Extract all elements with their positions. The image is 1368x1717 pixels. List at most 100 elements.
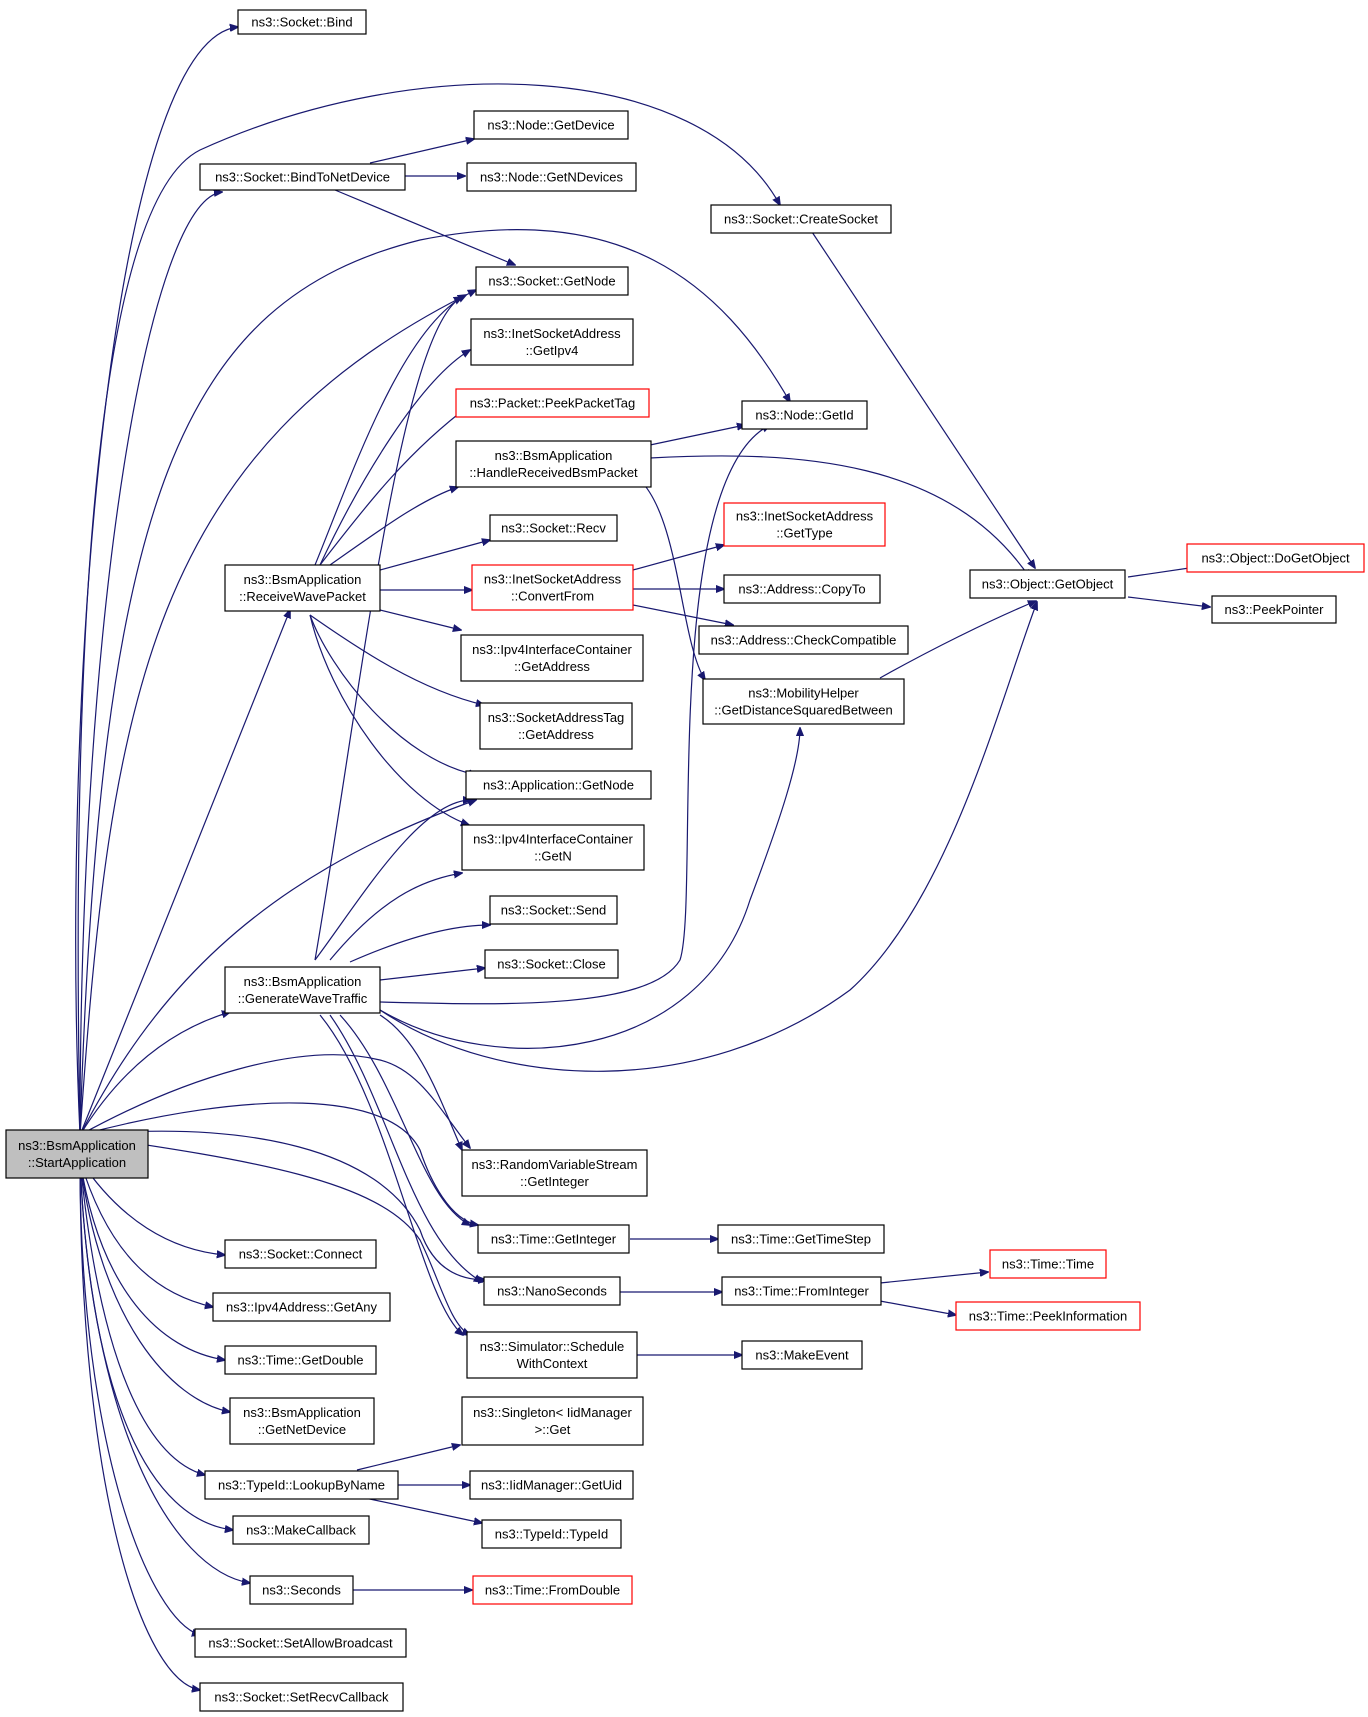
node-box[interactable]: [741, 400, 868, 430]
node-box[interactable]: [465, 770, 652, 800]
node-box[interactable]: [717, 1224, 885, 1254]
node-box[interactable]: [481, 1519, 622, 1549]
node-box[interactable]: [989, 1249, 1107, 1279]
node-getNDevices[interactable]: ns3::Node::GetNDevices: [466, 162, 637, 192]
node-box[interactable]: [461, 1396, 644, 1446]
node-box[interactable]: [479, 702, 633, 750]
node-getTimeStep[interactable]: ns3::Time::GetTimeStep: [717, 1224, 885, 1254]
node-close[interactable]: ns3::Socket::Close: [484, 949, 619, 979]
node-getDevice[interactable]: ns3::Node::GetDevice: [473, 110, 629, 140]
node-box[interactable]: [470, 318, 634, 366]
node-rvsGetInt[interactable]: ns3::RandomVariableStream::GetInteger: [461, 1149, 648, 1197]
node-box[interactable]: [483, 1276, 621, 1306]
node-nodeGetId[interactable]: ns3::Node::GetId: [741, 400, 868, 430]
node-checkCompat[interactable]: ns3::Address::CheckCompatible: [698, 625, 909, 655]
node-bind[interactable]: ns3::Socket::Bind: [237, 9, 367, 35]
node-box[interactable]: [489, 514, 618, 542]
node-convertFrom[interactable]: ns3::InetSocketAddress::ConvertFrom: [471, 564, 634, 611]
node-singletonGet[interactable]: ns3::Singleton< IidManager>::Get: [461, 1396, 644, 1446]
node-box[interactable]: [489, 895, 618, 925]
node-box[interactable]: [955, 1301, 1141, 1331]
node-box[interactable]: [455, 440, 652, 488]
node-box[interactable]: [472, 1575, 633, 1605]
node-box[interactable]: [723, 502, 886, 547]
node-start[interactable]: ns3::BsmApplication::StartApplication: [5, 1129, 149, 1179]
node-box[interactable]: [969, 569, 1126, 599]
node-box[interactable]: [477, 1224, 630, 1254]
node-box[interactable]: [723, 574, 881, 604]
node-box[interactable]: [229, 1397, 375, 1445]
node-lookupByName[interactable]: ns3::TypeId::LookupByName: [204, 1470, 399, 1500]
node-sockGetNode[interactable]: ns3::Socket::GetNode: [475, 266, 629, 296]
node-seconds[interactable]: ns3::Seconds: [249, 1575, 354, 1605]
node-box[interactable]: [204, 1470, 399, 1500]
node-box[interactable]: [212, 1292, 391, 1322]
node-box[interactable]: [224, 966, 381, 1014]
node-box[interactable]: [469, 1470, 634, 1500]
node-isaGetType[interactable]: ns3::InetSocketAddress::GetType: [723, 502, 886, 547]
node-doGetObject[interactable]: ns3::Object::DoGetObject: [1186, 543, 1365, 573]
node-box[interactable]: [455, 388, 650, 418]
node-box[interactable]: [702, 678, 905, 725]
node-box[interactable]: [471, 564, 634, 611]
node-getIpv4[interactable]: ns3::InetSocketAddress::GetIpv4: [470, 318, 634, 366]
node-appGetNode[interactable]: ns3::Application::GetNode: [465, 770, 652, 800]
node-box[interactable]: [194, 1628, 407, 1658]
node-box[interactable]: [466, 1331, 638, 1379]
node-timeTime[interactable]: ns3::Time::Time: [989, 1249, 1107, 1279]
node-send[interactable]: ns3::Socket::Send: [489, 895, 618, 925]
node-box[interactable]: [461, 824, 645, 871]
node-fromInteger[interactable]: ns3::Time::FromInteger: [721, 1276, 882, 1306]
node-box[interactable]: [1186, 543, 1365, 573]
node-box[interactable]: [741, 1340, 863, 1370]
node-bindToNet[interactable]: ns3::Socket::BindToNetDevice: [199, 163, 406, 191]
node-box[interactable]: [199, 163, 406, 191]
node-makeCallback[interactable]: ns3::MakeCallback: [232, 1515, 370, 1545]
node-box[interactable]: [484, 949, 619, 979]
node-getDouble[interactable]: ns3::Time::GetDouble: [224, 1345, 377, 1375]
node-ipv4GetN[interactable]: ns3::Ipv4InterfaceContainer::GetN: [461, 824, 645, 871]
node-satGetAddr[interactable]: ns3::SocketAddressTag::GetAddress: [479, 702, 633, 750]
node-box[interactable]: [1211, 595, 1337, 624]
node-box[interactable]: [710, 204, 892, 234]
node-makeEvent[interactable]: ns3::MakeEvent: [741, 1340, 863, 1370]
node-getObject[interactable]: ns3::Object::GetObject: [969, 569, 1126, 599]
node-box[interactable]: [5, 1129, 149, 1179]
node-box[interactable]: [466, 162, 637, 192]
node-recv[interactable]: ns3::Socket::Recv: [489, 514, 618, 542]
node-ipv4GetAddr[interactable]: ns3::Ipv4InterfaceContainer::GetAddress: [460, 634, 644, 682]
node-connect[interactable]: ns3::Socket::Connect: [224, 1239, 377, 1269]
node-timeGetInt[interactable]: ns3::Time::GetInteger: [477, 1224, 630, 1254]
node-box[interactable]: [224, 1345, 377, 1375]
node-box[interactable]: [232, 1515, 370, 1545]
node-box[interactable]: [698, 625, 909, 655]
node-fromDouble[interactable]: ns3::Time::FromDouble: [472, 1575, 633, 1605]
node-createSocket[interactable]: ns3::Socket::CreateSocket: [710, 204, 892, 234]
node-peekInfo[interactable]: ns3::Time::PeekInformation: [955, 1301, 1141, 1331]
node-setRecvCb[interactable]: ns3::Socket::SetRecvCallback: [199, 1682, 404, 1712]
node-nanoSeconds[interactable]: ns3::NanoSeconds: [483, 1276, 621, 1306]
node-box[interactable]: [721, 1276, 882, 1306]
node-typeIdTypeId[interactable]: ns3::TypeId::TypeId: [481, 1519, 622, 1549]
node-getNetDevice[interactable]: ns3::BsmApplication::GetNetDevice: [229, 1397, 375, 1445]
node-handleRx[interactable]: ns3::BsmApplication::HandleReceivedBsmPa…: [455, 440, 652, 488]
node-mobility[interactable]: ns3::MobilityHelper::GetDistanceSquaredB…: [702, 678, 905, 725]
node-box[interactable]: [249, 1575, 354, 1605]
node-box[interactable]: [224, 564, 381, 612]
node-box[interactable]: [460, 634, 644, 682]
node-box[interactable]: [199, 1682, 404, 1712]
node-box[interactable]: [475, 266, 629, 296]
node-copyTo[interactable]: ns3::Address::CopyTo: [723, 574, 881, 604]
node-box[interactable]: [461, 1149, 648, 1197]
node-box[interactable]: [224, 1239, 377, 1269]
node-getAny[interactable]: ns3::Ipv4Address::GetAny: [212, 1292, 391, 1322]
node-box[interactable]: [473, 110, 629, 140]
node-recvWave[interactable]: ns3::BsmApplication::ReceiveWavePacket: [224, 564, 381, 612]
node-getUid[interactable]: ns3::IidManager::GetUid: [469, 1470, 634, 1500]
node-peekPointer[interactable]: ns3::PeekPointer: [1211, 595, 1337, 624]
node-genWave[interactable]: ns3::BsmApplication::GenerateWaveTraffic: [224, 966, 381, 1014]
node-setAllowBcast[interactable]: ns3::Socket::SetAllowBroadcast: [194, 1628, 407, 1658]
node-peekTag[interactable]: ns3::Packet::PeekPacketTag: [455, 388, 650, 418]
node-box[interactable]: [237, 9, 367, 35]
